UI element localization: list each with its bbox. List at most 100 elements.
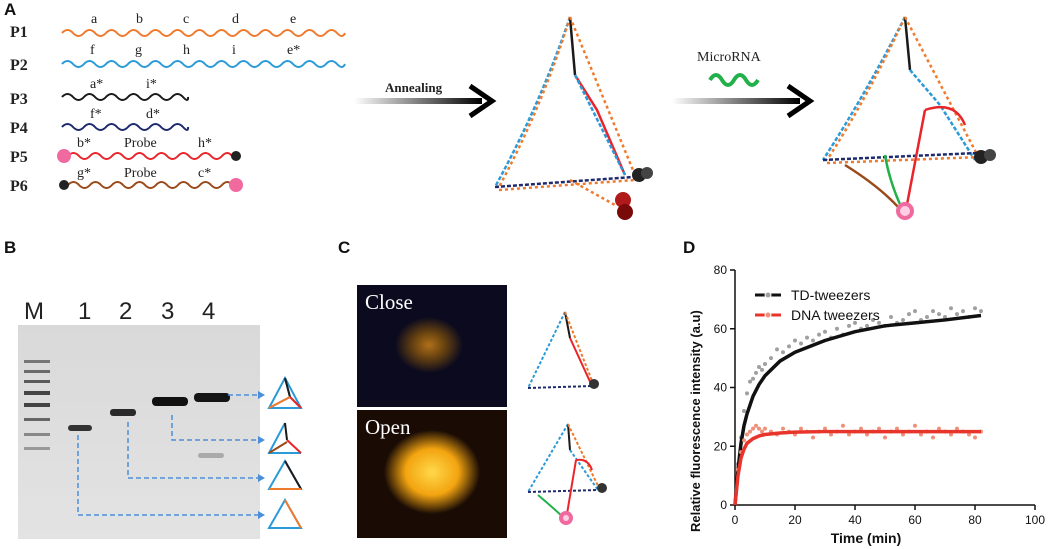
data-point-dna [919, 432, 923, 437]
data-point-td [748, 379, 752, 384]
probe-label: Probe [124, 166, 157, 181]
ladder-band [24, 447, 50, 450]
ladder-band [24, 370, 50, 373]
data-point-td [763, 362, 767, 366]
domain-label: e [290, 12, 297, 27]
structure-tetrahedron-icon [267, 375, 303, 409]
data-point-dna [760, 429, 764, 434]
ladder-band [24, 433, 50, 436]
structure-partial-icon [267, 422, 302, 454]
gel-band-lane-3 [152, 397, 188, 406]
fluorophore-icon [57, 149, 71, 163]
domain-label: h [183, 43, 190, 58]
ladder-band [24, 380, 50, 383]
x-tick-label: 40 [848, 513, 862, 527]
chart-axes [734, 270, 1035, 506]
gel-band-lane-2 [110, 409, 136, 416]
legend-marker [764, 311, 772, 319]
y-tick-label: 40 [714, 381, 728, 395]
y-tick-label: 60 [714, 322, 728, 336]
microscopy-close-image [357, 285, 507, 407]
microscopy-open-image [357, 410, 507, 538]
data-point-td [931, 309, 935, 314]
lane-label-2: 2 [119, 298, 133, 325]
strand-label-p6: P6 [10, 178, 28, 195]
domain-label: c [183, 12, 190, 27]
structure-triangle-icon [267, 458, 303, 490]
open-state-label: Open [365, 415, 411, 439]
gel-band-lane-4 [194, 393, 230, 402]
strand-wave-p2 [61, 60, 346, 68]
data-point-td [943, 315, 947, 319]
fluorophore-icon [229, 178, 243, 192]
data-point-dna [895, 426, 899, 431]
x-tick-label: 20 [788, 513, 802, 527]
data-point-dna [841, 423, 845, 428]
data-point-td [865, 323, 869, 328]
panel-letter-a: A [4, 0, 17, 19]
data-point-td [811, 338, 815, 343]
lane-label-m: M [24, 298, 44, 325]
domain-label: f [90, 43, 95, 58]
gel-connectors [77, 391, 265, 519]
data-point-td [955, 312, 959, 317]
microrna-strand-icon [708, 73, 760, 87]
strand-label-p3: P3 [10, 91, 28, 108]
data-point-td [781, 350, 785, 355]
data-point-td [754, 370, 758, 375]
data-point-dna [799, 426, 803, 431]
data-point-dna [748, 429, 752, 434]
domain-label: a [91, 12, 98, 27]
lane-label-4: 4 [202, 298, 216, 325]
strand-wave-p5 [67, 152, 233, 160]
tetrahedron-open-icon [821, 16, 996, 220]
data-point-dna [949, 432, 953, 437]
data-point-dna [883, 435, 887, 440]
fit-line-dna [733, 429, 981, 506]
y-tick-label: 80 [714, 263, 728, 277]
data-point-td [835, 326, 839, 331]
fit-line-td [733, 313, 982, 506]
data-point-td [775, 347, 779, 352]
ladder-band [24, 403, 50, 407]
x-tick-label: 0 [732, 513, 739, 527]
domain-label: b [136, 12, 143, 27]
data-point-td [847, 323, 851, 328]
data-point-dna [745, 432, 749, 437]
panel-letter-b: B [4, 238, 17, 257]
chart-xlabel: Time (min) [831, 530, 902, 546]
data-point-dna [763, 426, 767, 431]
data-point-dna [823, 426, 827, 431]
data-point-dna [742, 438, 746, 443]
domain-label: g [135, 43, 142, 58]
annealing-label: Annealing [385, 80, 443, 95]
closed-structure-icon [527, 311, 599, 389]
data-point-td [769, 356, 773, 361]
data-point-dna [937, 426, 941, 431]
microrna-label: MicroRNA [697, 50, 761, 65]
domain-label: d [232, 12, 239, 27]
y-tick-label: 20 [714, 439, 728, 453]
data-point-td [751, 376, 755, 381]
legend-label-td: TD-tweezers [791, 287, 870, 303]
domain-label: i* [146, 77, 157, 92]
data-point-td [877, 320, 881, 325]
microrna-arrow-icon [672, 83, 815, 119]
strand-wave-p3 [61, 93, 190, 101]
quencher-icon [59, 180, 69, 190]
strand-label-p4: P4 [10, 120, 28, 137]
strand-wave-p6 [67, 181, 233, 189]
data-point-td [799, 341, 803, 346]
data-point-dna [781, 426, 785, 431]
ladder-band [24, 418, 50, 421]
data-point-td [979, 309, 983, 314]
lane-label-1: 1 [78, 298, 92, 325]
data-point-dna [877, 426, 881, 431]
y-tick-label: 0 [720, 498, 727, 512]
data-point-td [871, 317, 875, 322]
close-state-label: Close [365, 290, 413, 314]
data-point-td [913, 309, 917, 314]
domain-label: h* [198, 136, 212, 151]
data-point-dna [757, 426, 761, 431]
